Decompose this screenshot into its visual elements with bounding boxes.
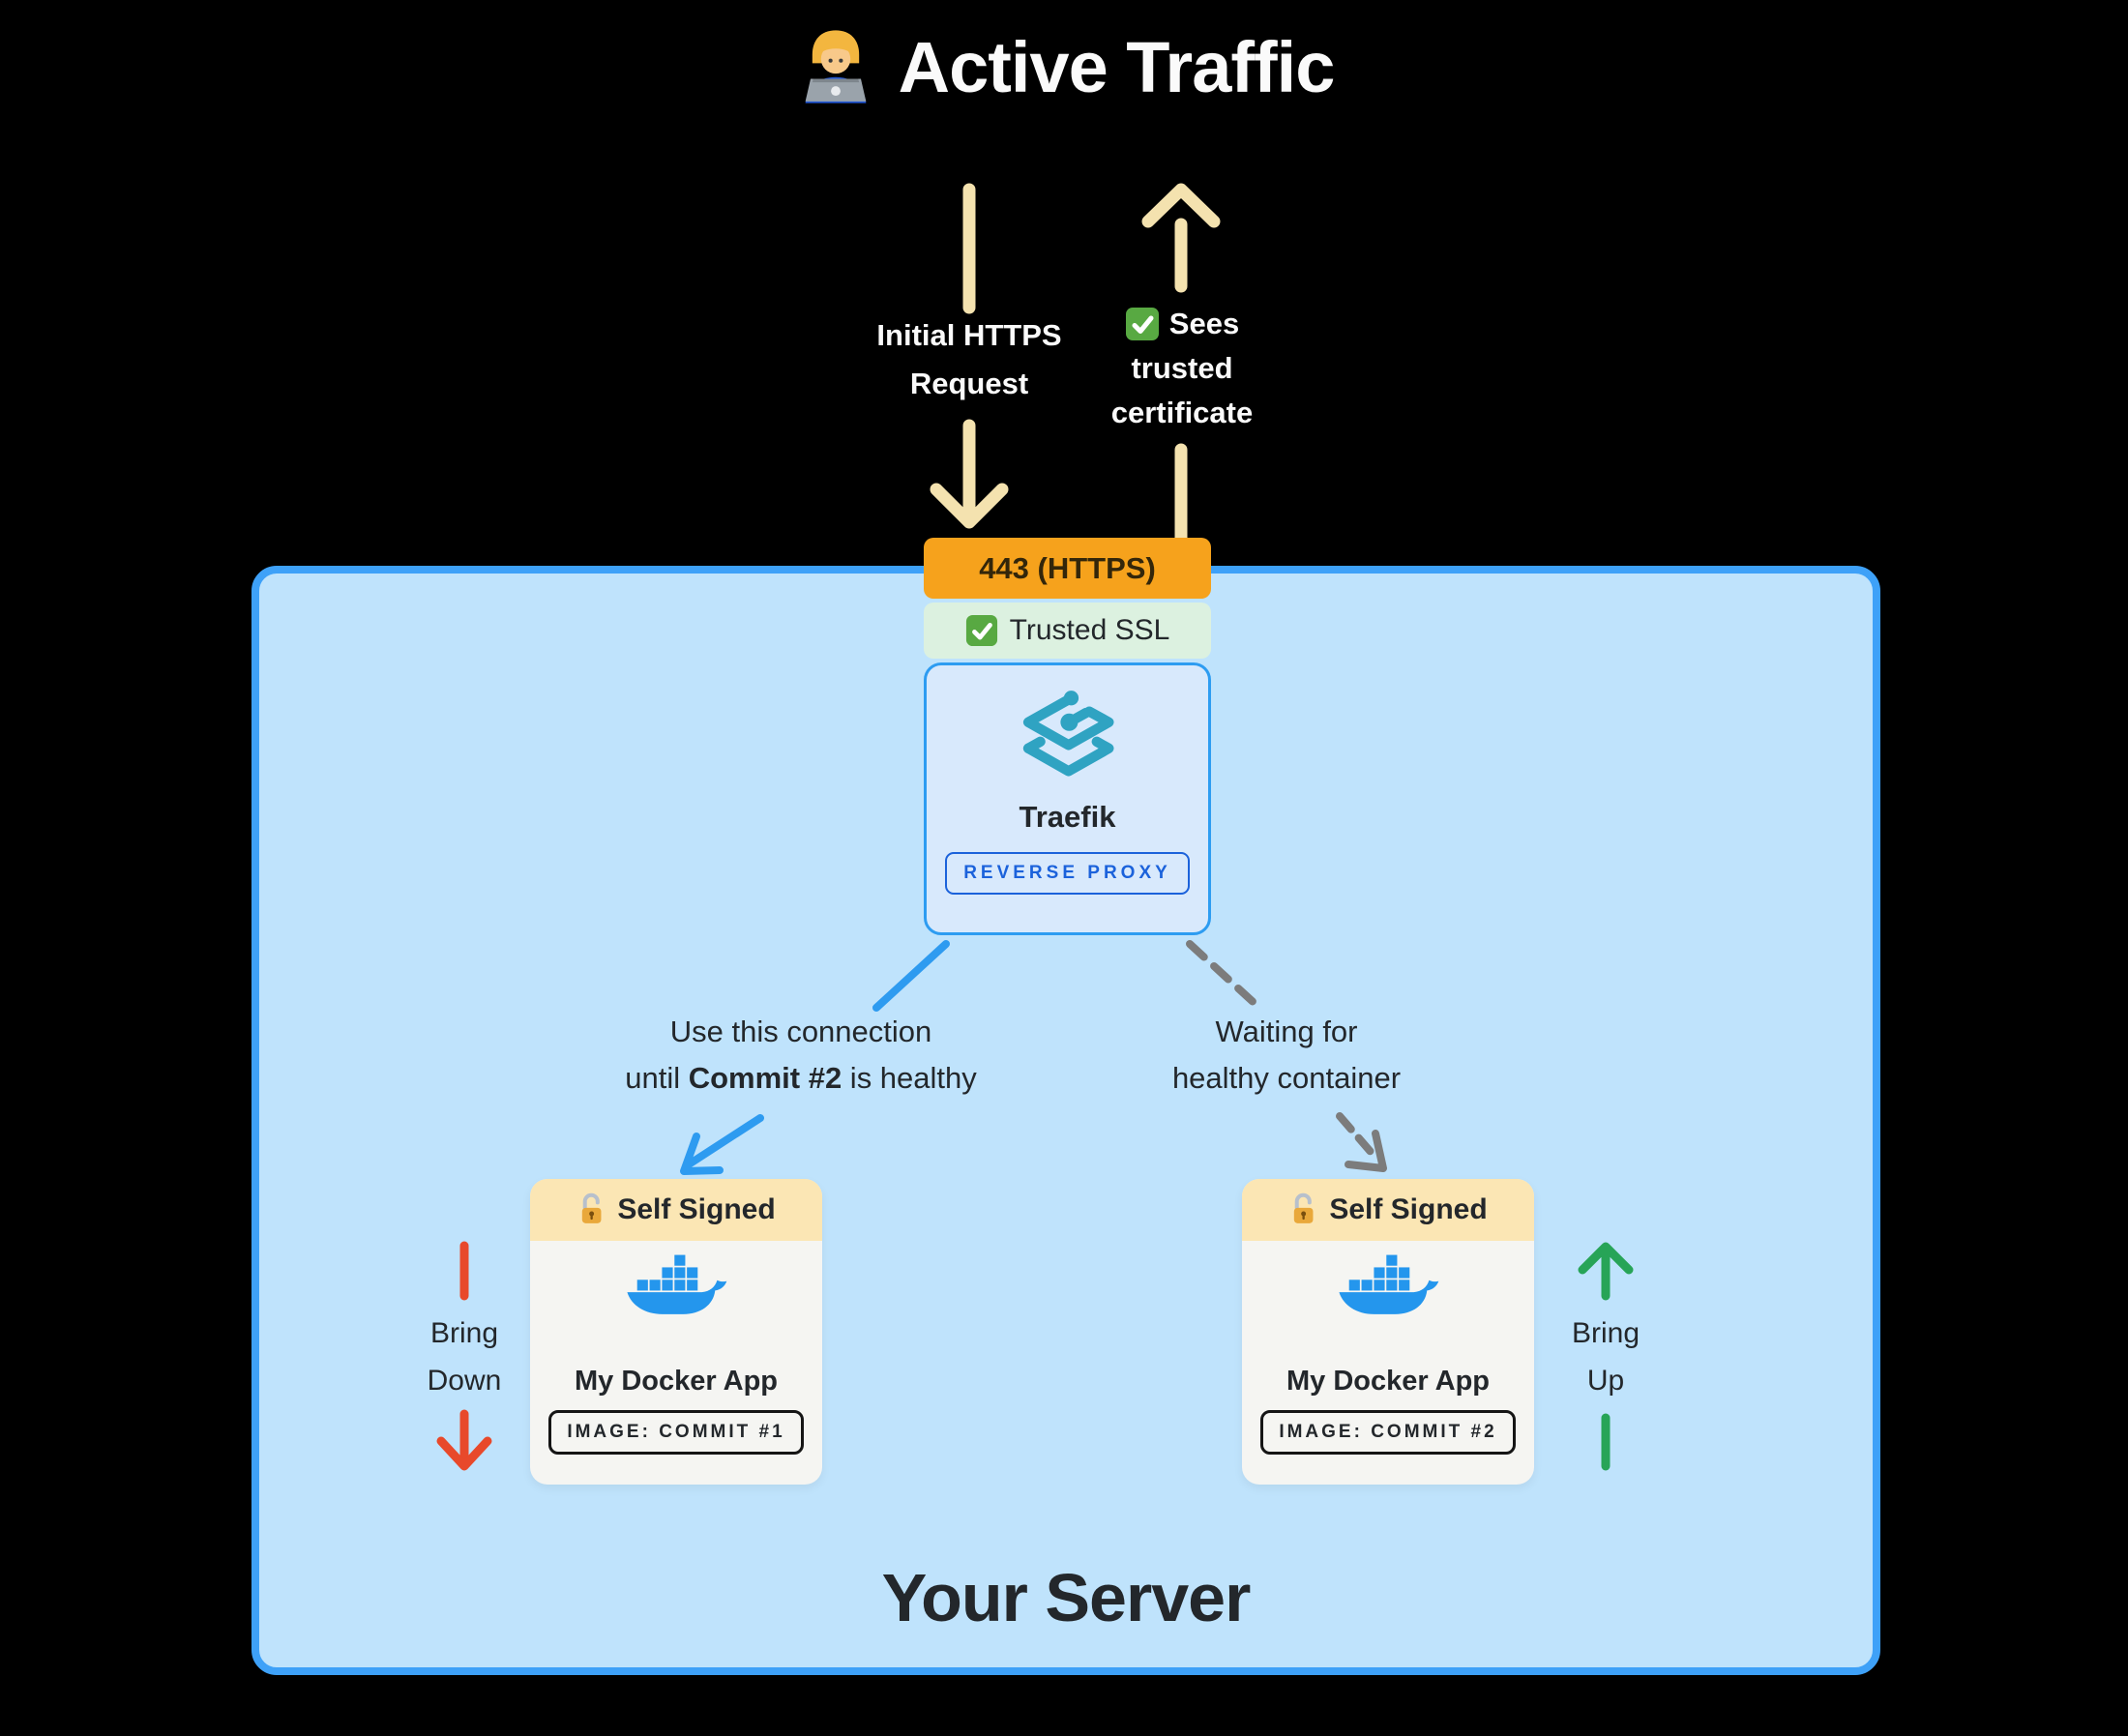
unlocked-padlock-icon [1288,1192,1319,1227]
page-title-text: Active Traffic [898,26,1336,107]
traefik-name: Traefik [1019,800,1116,834]
man-technologist-icon [805,30,866,103]
docker-app-card-commit-2: Self Signed My Docker App IMAGE: COMMIT … [1242,1179,1534,1485]
self-signed-label: Self Signed [1329,1193,1488,1225]
response-label: Sees trusted certificate [1025,302,1339,435]
image-commit-1-badge: IMAGE: COMMIT #1 [548,1410,804,1455]
https-request-label-line1: Initial HTTPS [876,318,1062,352]
app-name: My Docker App [1286,1366,1491,1397]
response-label-line1: Sees [1025,302,1339,346]
port-443-box: 443 (HTTPS) [924,538,1211,599]
docker-whale-icon [1242,1252,1534,1333]
pending-connection-label: Waiting for healthy container [1093,1009,1480,1102]
pending-connection-line1: Waiting for [1215,1015,1358,1048]
pending-connection-line2: healthy container [1171,1061,1402,1095]
traefik-node: Traefik REVERSE PROXY [924,662,1211,935]
bring-down-label: Bring Down [427,1317,502,1397]
response-label-line3: certificate [1110,396,1254,429]
reverse-proxy-badge: REVERSE PROXY [945,852,1190,895]
docker-whale-icon [530,1252,822,1333]
traefik-logo-icon [927,687,1208,792]
trusted-ssl-box: Trusted SSL [924,603,1211,659]
page-title: Active Traffic [0,25,2128,108]
image-commit-2-badge: IMAGE: COMMIT #2 [1260,1410,1516,1455]
server-title: Your Server [881,1560,1252,1635]
check-mark-icon [1125,307,1160,341]
bring-up-label: Bring Up [1571,1317,1640,1397]
https-request-arrowhead [930,483,1009,529]
https-request-label: Initial HTTPS Request [813,311,1126,408]
self-signed-header: Self Signed [530,1179,822,1241]
active-connection-line2: until Commit #2 is healthy [625,1061,977,1095]
docker-app-card-commit-1: Self Signed My Docker App IMAGE: COMMIT … [530,1179,822,1485]
response-label-line2: trusted [1131,351,1233,385]
response-label-text1: Sees [1168,307,1240,340]
active-connection-line1: Use this connection [669,1015,932,1048]
unlocked-padlock-icon [576,1192,607,1227]
app-name: My Docker App [574,1366,779,1397]
trusted-ssl-label: Trusted SSL [1009,614,1170,646]
check-mark-icon [965,614,998,647]
response-arrowhead [1141,183,1221,228]
active-connection-label: Use this connection until Commit #2 is h… [607,1009,994,1102]
self-signed-label: Self Signed [617,1193,776,1225]
self-signed-header: Self Signed [1242,1179,1534,1241]
https-request-label-line2: Request [909,367,1029,400]
